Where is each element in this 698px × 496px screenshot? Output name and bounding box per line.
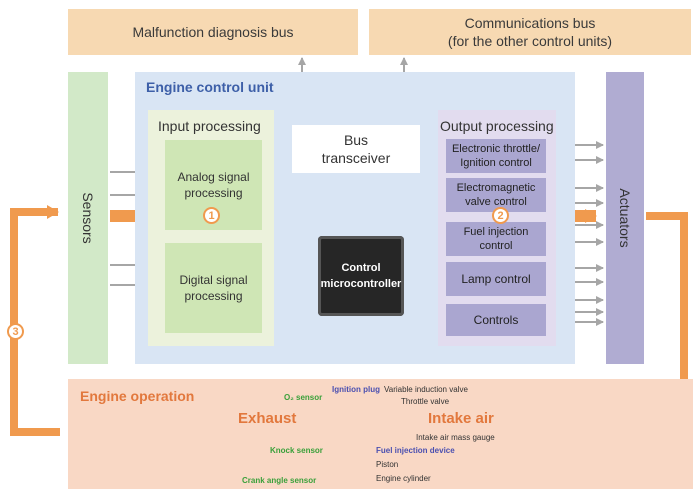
malfunction-bus-label: Malfunction diagnosis bus (132, 24, 294, 40)
step-1-badge: 1 (203, 207, 220, 224)
output-controls: Controls (446, 304, 546, 336)
output-label-2a: Electromagnetic (456, 182, 536, 194)
variable-induction-valve-label: Variable induction valve (384, 385, 468, 394)
bus-transceiver: Bus transceiver (292, 125, 420, 173)
output-label-5: Controls (473, 313, 519, 327)
intake-air-label: Intake air (428, 410, 494, 427)
digital-signal-processing: Digital signal processing (165, 243, 262, 333)
engine-operation-panel (68, 379, 693, 489)
step-1-number: 1 (208, 209, 215, 222)
comms-bus-label: Communications bus (464, 15, 596, 31)
step-2-badge: 2 (492, 207, 509, 224)
micro-label-2: microcontroller (320, 278, 402, 290)
analog-label-2: processing (184, 186, 243, 200)
input-processing-title: Input processing (158, 118, 261, 134)
engine-operation-title: Engine operation (80, 388, 195, 404)
output-electronic-throttle: Electronic throttle/ Ignition control (446, 139, 546, 173)
fuel-injection-device-label: Fuel injection device (376, 446, 455, 455)
analog-label-1: Analog signal (177, 170, 250, 184)
ignition-plug-label: Ignition plug (332, 385, 380, 394)
step-3-number: 3 (12, 325, 19, 338)
output-lamp-control: Lamp control (446, 262, 546, 296)
actuators-block: Actuators (606, 72, 644, 364)
o2-sensor-label: O₂ sensor (284, 393, 323, 402)
flow-arrow-engine-to-sensors (10, 205, 60, 436)
ecu-title: Engine control unit (146, 79, 274, 95)
bus-transceiver-label-2: transceiver (321, 150, 391, 166)
step-3-badge: 3 (7, 323, 24, 340)
digital-label-1: Digital signal (179, 273, 248, 287)
knock-sensor-label: Knock sensor (270, 446, 323, 455)
output-fuel-injection: Fuel injection control (446, 222, 546, 256)
output-label-1b: Ignition control (460, 157, 532, 169)
malfunction-diagnosis-bus: Malfunction diagnosis bus (68, 9, 358, 55)
throttle-valve-label: Throttle valve (401, 397, 450, 406)
comms-bus-sublabel: (for the other control units) (447, 33, 613, 49)
output-label-3: Fuel injection control (463, 226, 529, 252)
control-microcontroller: Control microcontroller (318, 236, 404, 316)
intake-air-mass-gauge-label: Intake air mass gauge (416, 433, 495, 442)
actuators-label: Actuators (617, 188, 633, 248)
crank-angle-sensor-label: Crank angle sensor (242, 476, 317, 485)
output-processing-title: Output processing (440, 118, 554, 134)
communications-bus: Communications bus (for the other contro… (369, 9, 691, 55)
piston-label: Piston (376, 460, 399, 469)
engine-cylinder-label: Engine cylinder (376, 474, 431, 483)
output-label-4: Lamp control (461, 272, 531, 286)
exhaust-label: Exhaust (238, 410, 297, 427)
output-electromagnetic-valve: Electromagnetic valve control (446, 178, 546, 212)
sensors-block: Sensors (68, 72, 108, 364)
output-label-1a: Electronic throttle/ (451, 143, 541, 155)
step-2-number: 2 (497, 209, 504, 222)
digital-label-2: processing (184, 289, 243, 303)
bus-transceiver-label-1: Bus (343, 132, 369, 148)
output-label-2b: valve control (465, 196, 527, 208)
sensors-label: Sensors (80, 192, 96, 244)
micro-label-1: Control (341, 262, 381, 274)
